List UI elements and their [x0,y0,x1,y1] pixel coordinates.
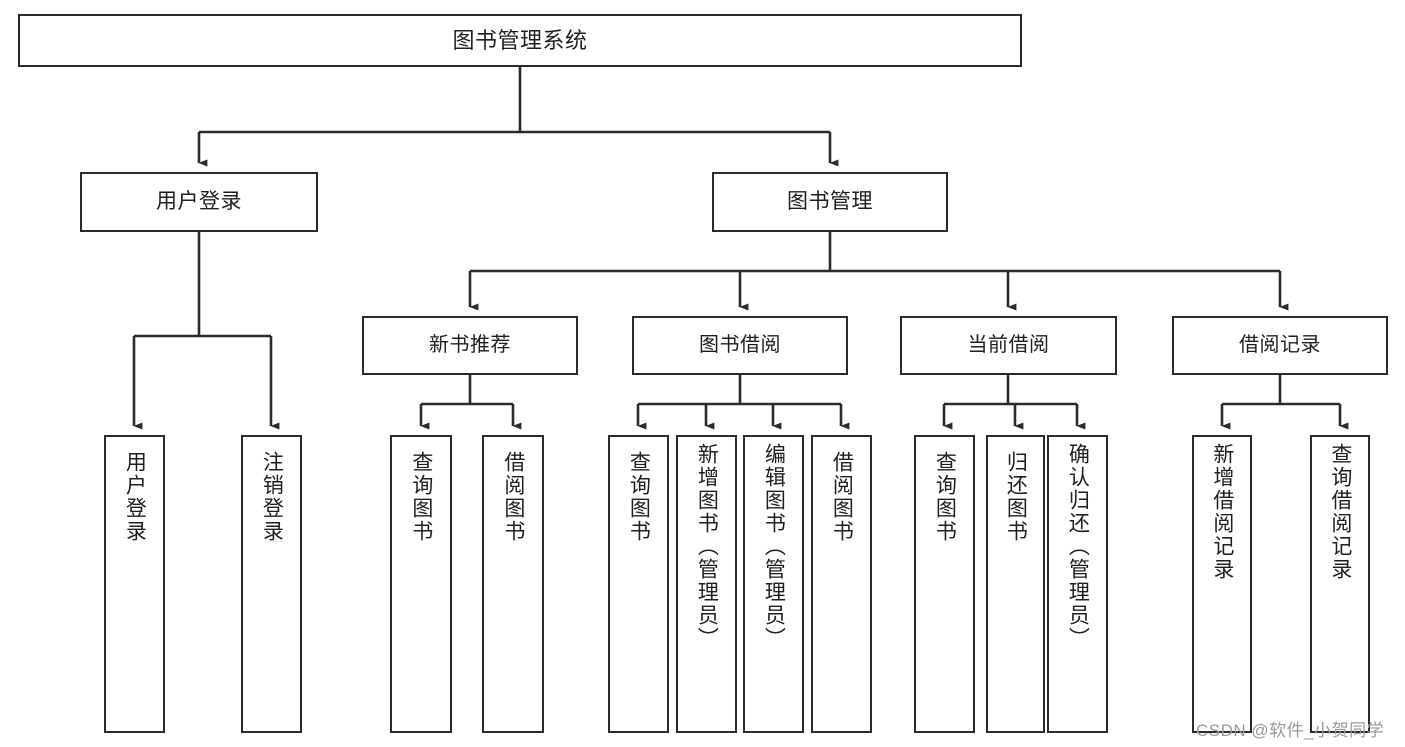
node-borrow-record-label: 借阅记录 [1239,333,1321,356]
node-book-manage-label: 图书管理 [787,189,873,213]
node-book-borrow-label: 图书借阅 [699,333,781,356]
node-leaf-borrow-book-rec-label: 借阅图书 [501,451,525,543]
node-leaf-confirm-return[interactable]: 确认归还（管理员） [1047,435,1108,733]
node-user-login[interactable]: 用户登录 [80,172,318,232]
node-leaf-add-record[interactable]: 新增借阅记录 [1192,435,1252,733]
node-leaf-query-book-borrow[interactable]: 查询图书 [608,435,669,733]
node-leaf-logout-label: 注销登录 [260,451,284,543]
node-leaf-query-record-label: 查询借阅记录 [1328,443,1352,581]
node-leaf-borrow-book-rec[interactable]: 借阅图书 [482,435,544,733]
node-leaf-query-book-current[interactable]: 查询图书 [914,435,975,733]
node-leaf-query-book-borrow-label: 查询图书 [627,451,651,543]
node-leaf-borrow-book[interactable]: 借阅图书 [811,435,872,733]
node-root[interactable]: 图书管理系统 [18,14,1022,67]
node-leaf-add-book-label: 新增图书（管理员） [695,443,719,650]
node-leaf-user-login[interactable]: 用户登录 [104,435,165,733]
node-leaf-user-login-label: 用户登录 [123,451,147,543]
node-leaf-query-record[interactable]: 查询借阅记录 [1310,435,1370,733]
node-current-borrow[interactable]: 当前借阅 [900,316,1117,375]
node-leaf-query-book-rec-label: 查询图书 [409,451,433,543]
node-new-book-rec[interactable]: 新书推荐 [362,316,578,375]
node-borrow-record[interactable]: 借阅记录 [1172,316,1388,375]
node-leaf-add-record-label: 新增借阅记录 [1210,443,1234,581]
node-leaf-add-book[interactable]: 新增图书（管理员） [676,435,737,733]
node-leaf-logout[interactable]: 注销登录 [241,435,302,733]
node-root-label: 图书管理系统 [452,27,588,53]
node-leaf-confirm-return-label: 确认归还（管理员） [1066,443,1090,650]
watermark-text: CSDN @软件_小贺同学 [1196,721,1385,740]
node-new-book-rec-label: 新书推荐 [429,333,511,356]
node-leaf-return-book[interactable]: 归还图书 [986,435,1045,733]
node-leaf-edit-book[interactable]: 编辑图书（管理员） [743,435,804,733]
node-leaf-return-book-label: 归还图书 [1004,451,1028,543]
node-user-login-label: 用户登录 [156,189,242,213]
node-leaf-edit-book-label: 编辑图书（管理员） [762,443,786,650]
node-leaf-query-book-rec[interactable]: 查询图书 [390,435,452,733]
node-book-manage[interactable]: 图书管理 [712,172,948,232]
node-leaf-borrow-book-label: 借阅图书 [830,451,854,543]
node-book-borrow[interactable]: 图书借阅 [632,316,848,375]
node-leaf-query-book-current-label: 查询图书 [933,451,957,543]
node-current-borrow-label: 当前借阅 [967,333,1050,356]
